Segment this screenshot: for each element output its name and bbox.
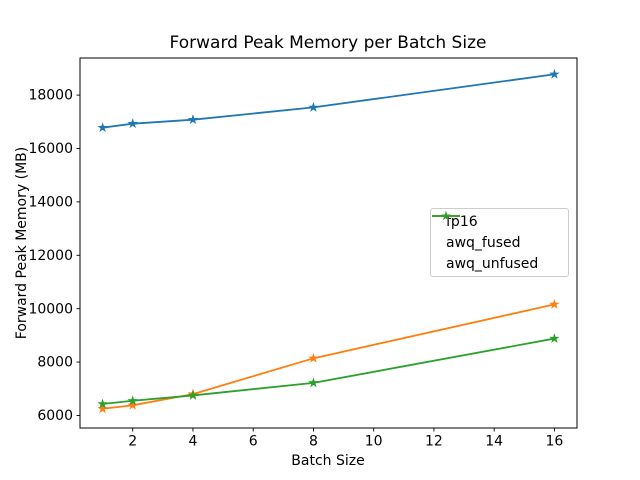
legend-star-marker-icon xyxy=(441,211,451,221)
x-tick-label: 10 xyxy=(365,434,383,450)
y-tick-label: 10000 xyxy=(28,301,73,317)
data-point-marker-awq_unfused xyxy=(549,333,560,344)
legend-entry-awq_fused: awq_fused xyxy=(431,211,568,253)
x-axis-label: Batch Size xyxy=(291,453,365,469)
x-tick-label: 8 xyxy=(309,434,318,450)
data-point-marker-awq_unfused xyxy=(308,377,319,388)
data-point-marker-awq_unfused xyxy=(187,389,199,400)
data-point-marker-awq_fused xyxy=(97,403,108,414)
x-tick-label: 6 xyxy=(249,434,258,450)
legend: fp16 awq_fused awq_unfused xyxy=(430,208,569,277)
x-tick-label: 16 xyxy=(545,434,563,450)
data-point-marker-awq_fused xyxy=(127,399,138,410)
legend-line-sample xyxy=(432,211,460,221)
data-point-marker-awq_fused xyxy=(549,298,560,309)
data-point-marker-fp16 xyxy=(97,122,108,133)
y-tick-label: 12000 xyxy=(28,248,73,264)
legend-label-fp16: fp16 xyxy=(446,213,478,230)
data-point-marker-awq_unfused xyxy=(97,398,108,409)
y-tick-label: 8000 xyxy=(37,355,73,371)
axes-frame xyxy=(79,57,578,429)
legend-label-awq_unfused: awq_unfused xyxy=(446,255,539,272)
data-point-marker-awq_unfused xyxy=(127,395,138,406)
legend-label-awq_fused: awq_fused xyxy=(446,234,521,251)
x-tick-label: 4 xyxy=(188,434,197,450)
data-point-marker-fp16 xyxy=(549,68,560,79)
series-line-awq_unfused xyxy=(101,337,556,405)
data-point-marker-fp16 xyxy=(308,101,319,112)
x-tick-label: 2 xyxy=(128,434,137,450)
data-point-marker-awq_fused xyxy=(308,352,319,363)
data-point-marker-fp16 xyxy=(127,118,138,129)
y-axis-label: Forward Peak Memory (MB) xyxy=(14,146,30,340)
series-line-awq_fused xyxy=(101,303,556,410)
data-point-marker-fp16 xyxy=(187,114,199,125)
y-tick-label: 16000 xyxy=(28,141,73,157)
x-tick-label: 12 xyxy=(425,434,443,450)
y-tick-label: 14000 xyxy=(28,195,73,211)
x-tick-label: 14 xyxy=(485,434,503,450)
y-tick-label: 6000 xyxy=(37,408,73,424)
chart-title: Forward Peak Memory per Batch Size xyxy=(169,33,487,53)
series-line-fp16 xyxy=(101,73,556,129)
y-tick-label: 18000 xyxy=(28,88,73,104)
legend-entry-awq_unfused: awq_unfused xyxy=(431,211,568,274)
